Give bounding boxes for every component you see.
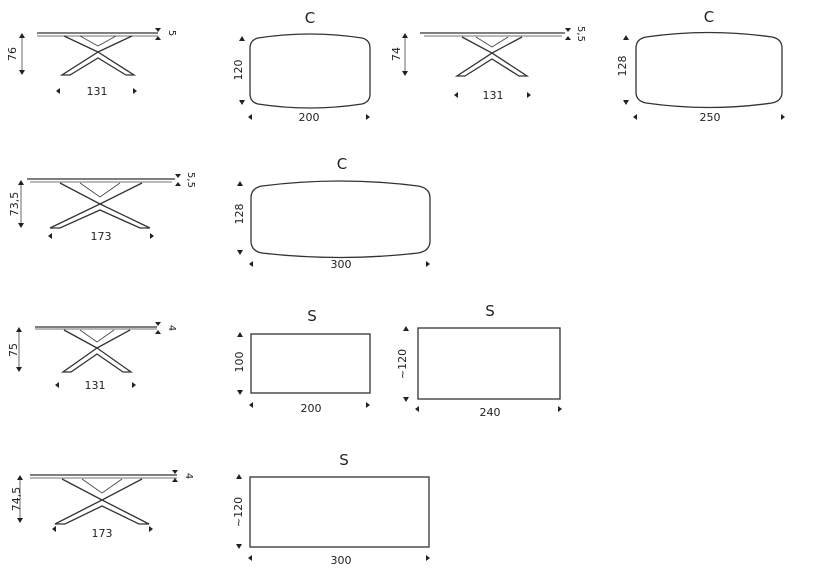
- depth-label: ~120: [232, 497, 245, 527]
- side-view-4: 74,5 173 4: [10, 470, 194, 540]
- side-length-label: 131: [483, 89, 504, 102]
- top-view-1a: C 120 200: [232, 9, 371, 124]
- side-height-label: 76: [6, 47, 19, 61]
- side-view-1b: 74 131 5,5: [390, 26, 586, 102]
- depth-label: ~120: [396, 349, 409, 379]
- length-label: 240: [480, 406, 501, 419]
- length-label: 300: [331, 258, 352, 271]
- side-length-label: 173: [92, 527, 113, 540]
- shape-code: S: [307, 307, 317, 325]
- side-thickness-label: 5,5: [575, 26, 586, 42]
- depth-label: 100: [233, 352, 246, 373]
- top-view-3b: S ~120 240: [396, 302, 562, 419]
- shape-code: C: [704, 8, 714, 26]
- shape-code: C: [305, 9, 315, 27]
- top-view-3a: S 100 200: [233, 307, 371, 415]
- top-view-4: S ~120 300: [232, 451, 430, 567]
- side-thickness-label: 4: [183, 473, 194, 479]
- top-view-2: C 128 300: [233, 155, 431, 271]
- side-thickness-label: 5,5: [185, 172, 196, 188]
- side-height-label: 75: [7, 343, 20, 357]
- length-label: 200: [301, 402, 322, 415]
- depth-label: 120: [232, 60, 245, 81]
- top-view-1b: C 128 250: [616, 8, 785, 124]
- shape-code: C: [337, 155, 347, 173]
- shape-code: S: [485, 302, 495, 320]
- side-height-label: 74: [390, 47, 403, 61]
- side-thickness-label: 4: [166, 325, 177, 331]
- side-thickness-label: 5: [166, 30, 177, 36]
- length-label: 250: [700, 111, 721, 124]
- length-label: 300: [331, 554, 352, 567]
- side-length-label: 173: [91, 230, 112, 243]
- side-view-2: 73,5 173 5,5: [8, 172, 196, 243]
- side-view-1: 76 131 5: [6, 28, 177, 98]
- depth-label: 128: [233, 204, 246, 225]
- depth-label: 128: [616, 56, 629, 77]
- length-label: 200: [299, 111, 320, 124]
- side-view-3: 75 131 4: [7, 322, 177, 392]
- shape-code: S: [339, 451, 349, 469]
- side-length-label: 131: [87, 85, 108, 98]
- side-length-label: 131: [85, 379, 106, 392]
- side-height-label: 73,5: [8, 192, 21, 217]
- side-height-label: 74,5: [10, 487, 23, 512]
